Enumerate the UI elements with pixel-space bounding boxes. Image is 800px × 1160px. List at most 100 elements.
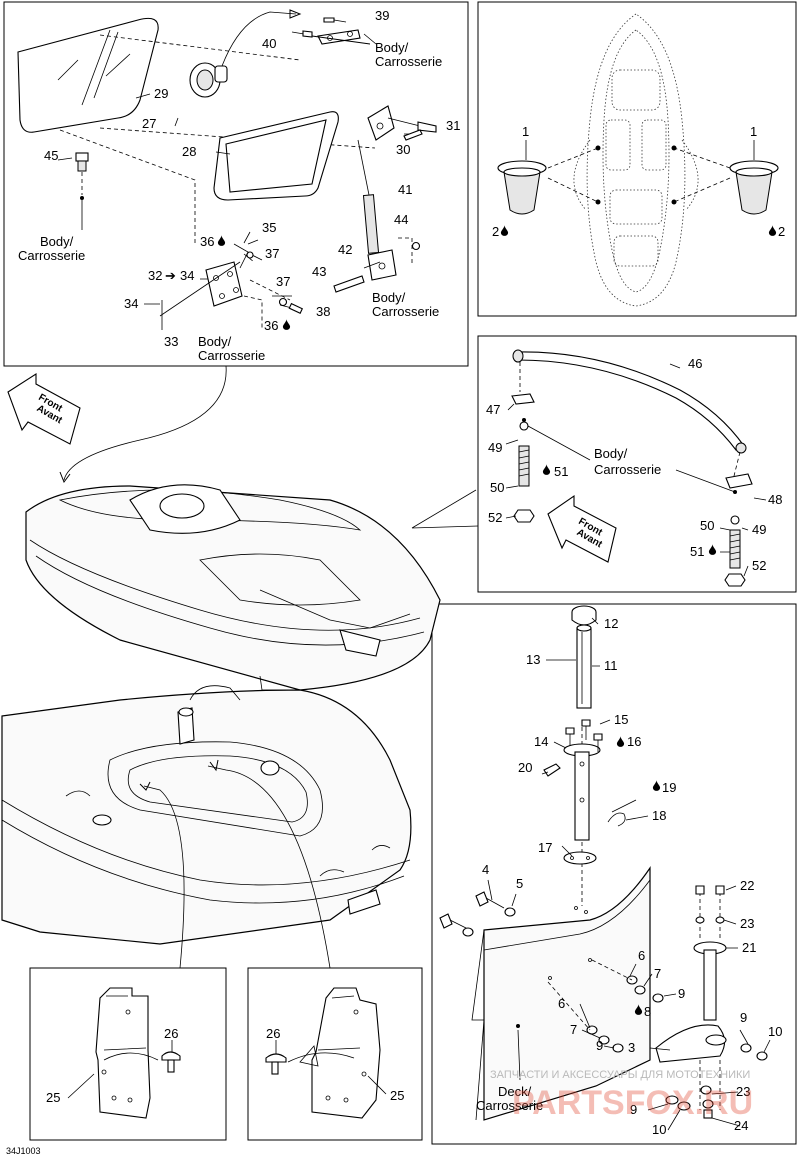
body-label-top: Body/ — [375, 40, 409, 55]
callout-1-right: 1 — [750, 124, 757, 139]
callout-27: 27 — [142, 116, 156, 131]
callout-9b: 9 — [740, 1010, 747, 1025]
cup-holder-right — [673, 147, 779, 215]
callout-10b: 10 — [652, 1122, 666, 1137]
callout-20: 20 — [518, 760, 532, 775]
callout-11: 11 — [604, 658, 618, 673]
callout-8: 8 — [644, 1004, 651, 1019]
callout-41: 41 — [398, 182, 412, 197]
watermark-logo: PARTSFOX.RU — [512, 1084, 753, 1122]
callout-25-left: 25 — [46, 1090, 60, 1105]
spring-bracket — [333, 237, 421, 293]
callout-47: 47 — [486, 402, 500, 417]
deck-label: Deck/ — [498, 1084, 532, 1099]
lid-guide-lines — [99, 34, 376, 149]
callout-49a: 49 — [488, 440, 502, 455]
callout-23b: 23 — [736, 1084, 750, 1099]
callout-37b: 37 — [276, 274, 290, 289]
hinge-assembly — [159, 243, 263, 330]
callout-12: 12 — [604, 616, 618, 631]
callout-37a: 37 — [265, 246, 279, 261]
callout-34b: 34 — [124, 296, 138, 311]
callout-7b: 7 — [570, 1022, 577, 1037]
watermark-tagline: ЗАПЧАСТИ И АКСЕССУАРЫ ДЛЯ МОТОТЕХНИКИ — [490, 1069, 750, 1081]
callout-24: 24 — [734, 1118, 748, 1133]
callout-5: 5 — [516, 876, 523, 891]
callout-26-left: 26 — [164, 1026, 178, 1041]
callout-38: 38 — [316, 304, 330, 319]
callout-18: 18 — [652, 808, 666, 823]
callout-1-left: 1 — [522, 124, 529, 139]
callout-43: 43 — [312, 264, 326, 279]
callout-44: 44 — [394, 212, 408, 227]
callout-42: 42 — [338, 242, 352, 257]
callout-36b: 36 — [264, 318, 278, 333]
sealant-drop-icon — [768, 225, 777, 236]
callout-48: 48 — [768, 492, 782, 507]
carrosserie-label-bottom: Carrosserie — [198, 348, 265, 363]
callout-28: 28 — [182, 144, 196, 159]
sealant-drop-icon — [616, 736, 625, 747]
pylon-screws — [565, 719, 603, 752]
latch-left — [95, 987, 181, 1119]
callout-45: 45 — [44, 148, 58, 163]
diagram-id: 34J1003 — [6, 1146, 41, 1156]
callout-32: 32 — [148, 268, 162, 283]
callout-35: 35 — [262, 220, 276, 235]
callout-23a: 23 — [740, 916, 754, 931]
callout-21: 21 — [742, 940, 756, 955]
callout-51b: 51 — [690, 544, 704, 559]
callout-52a: 52 — [488, 510, 502, 525]
panel-cup-holders — [477, 1, 797, 317]
callout-6b: 6 — [558, 996, 565, 1011]
panel-latch-right — [247, 967, 423, 1141]
hinge-bracket — [367, 105, 437, 141]
lock-cylinder — [189, 9, 302, 98]
carrosserie-label-rail: Carrosserie — [594, 462, 661, 477]
callout-9a: 9 — [678, 986, 685, 1001]
carrosserie-label-left: Carrosserie — [18, 248, 85, 263]
panel-ski-pylon — [431, 603, 797, 1145]
body-label-left: Body/ — [40, 234, 74, 249]
deck-bolts — [439, 891, 516, 937]
hand-rail — [512, 349, 747, 454]
callout-16: 16 — [627, 734, 641, 749]
carrosserie-label-top: Carrosserie — [375, 54, 442, 69]
callout-22: 22 — [740, 878, 754, 893]
callout-17: 17 — [538, 840, 552, 855]
rail-base-front — [511, 393, 535, 523]
callout-34a: 34 — [180, 268, 194, 283]
callout-9c: 9 — [596, 1038, 603, 1053]
boat-hull-overview — [25, 484, 441, 691]
pin-20 — [543, 763, 561, 777]
callout-46: 46 — [688, 356, 702, 371]
callout-40: 40 — [262, 36, 276, 51]
callout-2-left: 2 — [492, 224, 499, 239]
callout-26-right: 26 — [266, 1026, 280, 1041]
front-arrow-icon-main: Front Avant — [7, 372, 81, 445]
callout-13: 13 — [526, 652, 540, 667]
callout-10a: 10 — [768, 1024, 782, 1039]
callout-39: 39 — [375, 8, 389, 23]
callout-3: 3 — [628, 1040, 635, 1055]
callout-15: 15 — [614, 712, 628, 727]
storage-lid — [17, 17, 159, 133]
callout-29: 29 — [154, 86, 168, 101]
sealant-drop-icon — [217, 235, 226, 246]
sealant-drop-icon — [708, 544, 717, 555]
clip-18 — [607, 812, 626, 827]
gas-spring — [357, 139, 380, 254]
pylon-bolts-22 — [665, 885, 768, 1119]
panel-storage-cover — [3, 1, 469, 367]
pylon-tube — [576, 624, 592, 709]
pylon-cap — [571, 605, 597, 626]
body-label-rail: Body/ — [594, 446, 628, 461]
callout-50b: 50 — [700, 518, 714, 533]
callout-7a: 7 — [654, 966, 661, 981]
sealant-drop-icon — [282, 319, 291, 330]
body-label-bottom: Body/ — [198, 334, 232, 349]
svg-text:➔: ➔ — [165, 268, 176, 283]
panel-hand-rail — [477, 335, 797, 593]
